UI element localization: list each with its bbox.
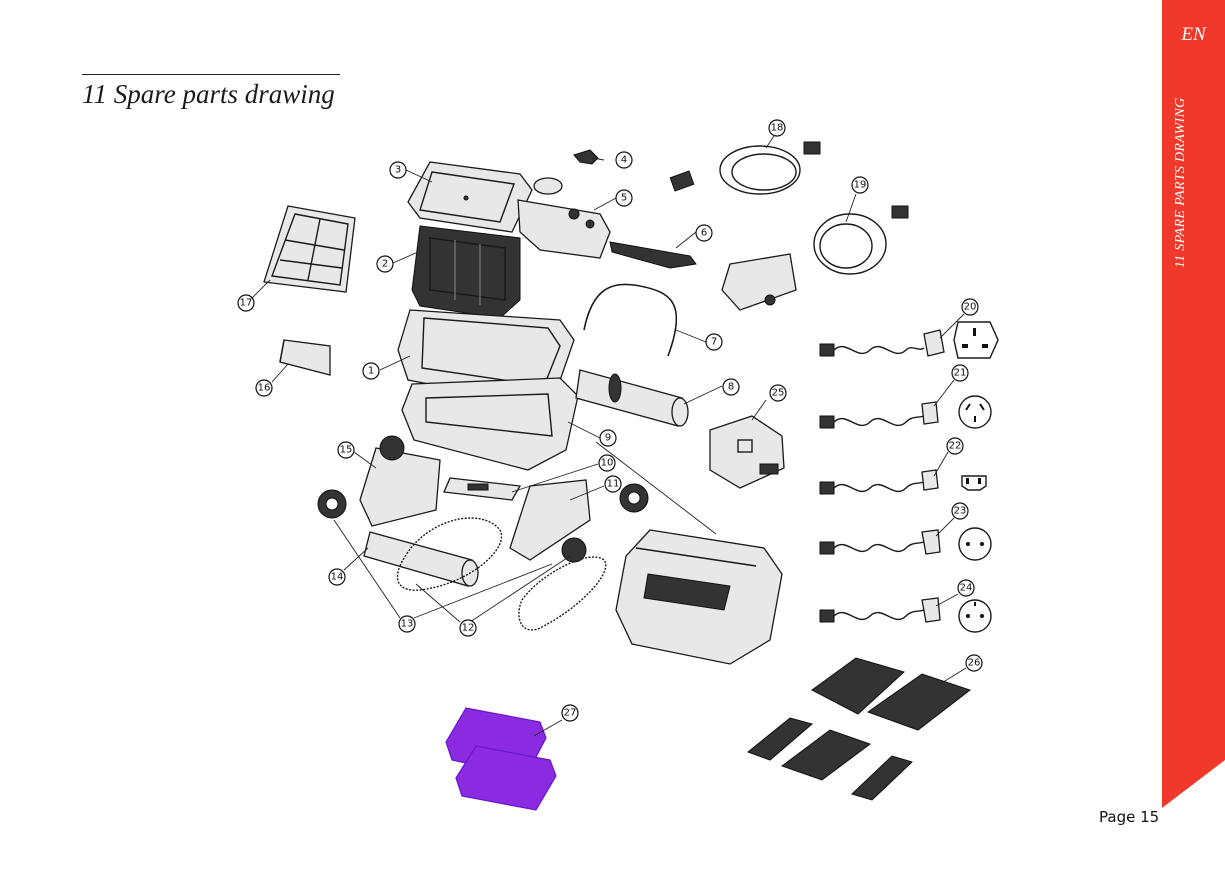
cord-schuko [820, 598, 991, 632]
callout-number: 14 [331, 572, 344, 583]
part-chassis [402, 378, 578, 470]
cord-uk [820, 322, 998, 358]
callout-number: 8 [728, 382, 734, 393]
cord-us [820, 470, 986, 494]
callout-17: 17 [238, 295, 254, 311]
part-wheel-left [318, 490, 346, 518]
part-base-bottom [616, 530, 782, 664]
callout-11: 11 [605, 476, 621, 492]
part-roller [576, 370, 688, 426]
callout-5: 5 [616, 190, 632, 206]
cord-eu [820, 528, 991, 560]
language-code: EN [1162, 24, 1225, 46]
callout-number: 27 [564, 708, 577, 719]
callout-number: 5 [621, 193, 627, 204]
callout-number: 18 [771, 123, 784, 134]
part-top-lid [408, 162, 532, 232]
callout-26: 26 [966, 655, 982, 671]
callout-number: 10 [601, 458, 614, 469]
callout-number: 6 [701, 228, 707, 239]
callout-23: 23 [952, 503, 968, 519]
callout-12: 12 [460, 620, 476, 636]
part-side-frame-left [360, 436, 440, 526]
callout-16: 16 [256, 380, 272, 396]
callout-6: 6 [696, 225, 712, 241]
callout-number: 11 [607, 479, 620, 490]
callout-number: 24 [960, 583, 973, 594]
callout-number: 4 [621, 155, 627, 166]
callout-24: 24 [958, 580, 974, 596]
callout-1: 1 [363, 363, 379, 379]
callout-21: 21 [952, 365, 968, 381]
spare-parts-drawing: 1 2 3 4 5 6 7 8 9 10 11 12 13 14 15 16 1… [0, 0, 1160, 874]
callout-10: 10 [599, 455, 615, 471]
callout-19: 19 [852, 177, 868, 193]
side-section-label: 11 SPARE PARTS DRAWING [1173, 97, 1189, 268]
part-plate [444, 478, 520, 500]
part-filter-cover [264, 206, 355, 292]
part-impeller [574, 150, 598, 164]
part-handle [584, 284, 676, 356]
callout-9: 9 [600, 430, 616, 446]
callout-number: 2 [382, 259, 388, 270]
part-filter-basket [412, 226, 520, 318]
callout-27: 27 [562, 705, 578, 721]
part-motor-bracket [610, 242, 696, 268]
side-tab-shape [1162, 0, 1225, 808]
callout-number: 15 [340, 445, 353, 456]
part-floats [446, 708, 556, 810]
callout-number: 12 [462, 623, 475, 634]
callout-14: 14 [329, 569, 345, 585]
callout-18: 18 [769, 120, 785, 136]
callout-number: 26 [968, 658, 981, 669]
callout-number: 7 [711, 337, 717, 348]
callout-number: 9 [605, 433, 611, 444]
callout-number: 20 [964, 302, 977, 313]
callout-number: 13 [401, 619, 414, 630]
callout-3: 3 [390, 162, 406, 178]
part-power-supply [722, 206, 908, 310]
side-tab [1162, 0, 1225, 874]
part-brushes [748, 658, 970, 800]
callout-number: 21 [954, 368, 967, 379]
callout-number: 16 [258, 383, 271, 394]
callout-25: 25 [770, 385, 786, 401]
callout-4: 4 [616, 152, 632, 168]
callout-2: 2 [377, 256, 393, 272]
callout-20: 20 [962, 299, 978, 315]
cord-au [820, 396, 991, 428]
callout-7: 7 [706, 334, 722, 350]
callout-number: 25 [772, 388, 785, 399]
part-cable-swivel [670, 142, 820, 194]
callout-22: 22 [947, 438, 963, 454]
callout-number: 17 [240, 298, 253, 309]
callout-number: 1 [368, 366, 374, 377]
callout-number: 23 [954, 506, 967, 517]
callout-15: 15 [338, 442, 354, 458]
part-clip [280, 340, 330, 375]
callout-13: 13 [399, 616, 415, 632]
callout-number: 19 [854, 180, 867, 191]
callout-8: 8 [723, 379, 739, 395]
callout-number: 3 [395, 165, 401, 176]
callout-number: 22 [949, 441, 962, 452]
part-control-box [710, 416, 784, 488]
